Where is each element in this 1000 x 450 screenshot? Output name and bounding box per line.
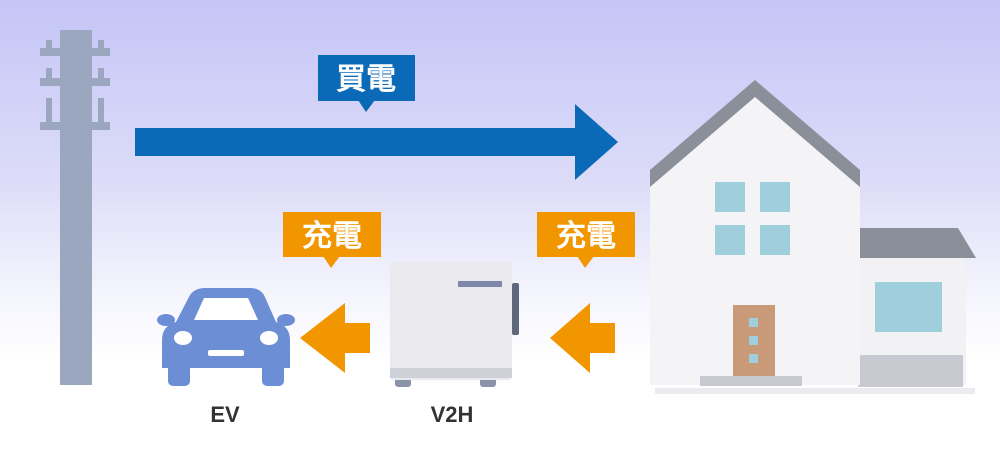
charge-left-text: 充電 [302,219,362,254]
buy-power-label: 買電 [318,55,415,112]
buy-power-text: 買電 [336,62,396,97]
moon-icon [862,28,944,112]
charge-arrow-left [300,303,370,373]
ev-car-icon [157,288,295,386]
charge-right-text: 充電 [556,219,616,254]
v2h-caption: V2H [431,402,474,427]
charge-label-right: 充電 [537,212,635,268]
v2h-unit-icon [390,262,519,387]
utility-pole-icon [40,30,110,385]
charge-arrow-right [550,303,615,373]
charge-label-left: 充電 [283,212,381,268]
house-icon [650,80,976,394]
ev-caption: EV [210,402,240,427]
buy-power-arrow [135,104,618,180]
